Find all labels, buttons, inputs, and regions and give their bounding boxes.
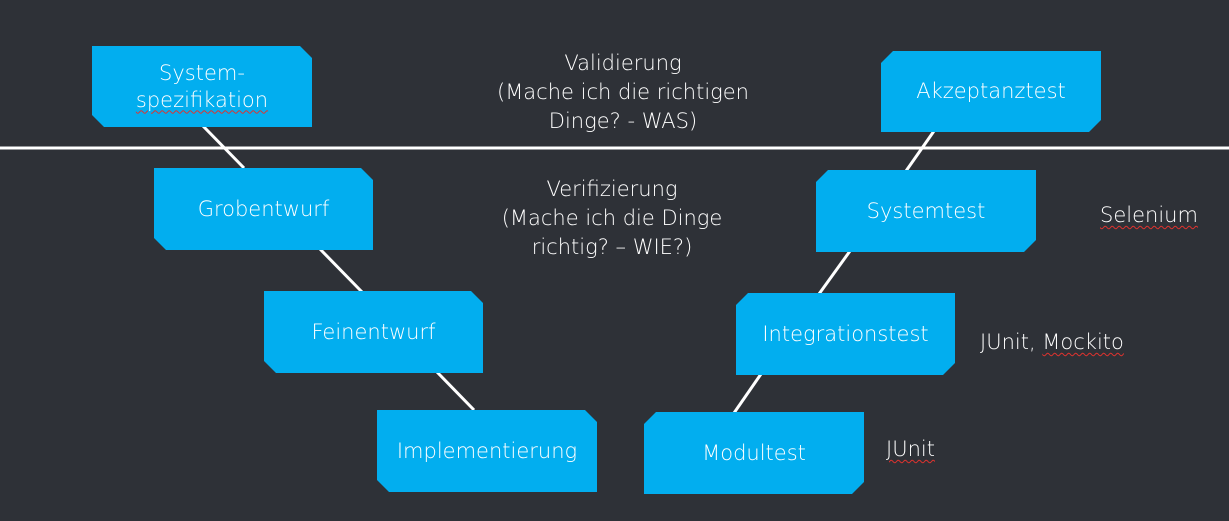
box-feinentwurf: Feinentwurf [264,291,483,373]
connector-spezifikation-grobentwurf [201,124,246,170]
box-modultest: Modultest [644,412,864,494]
systemspezifikation-line2: spezifikation [135,87,269,112]
tool-mockito-text: Mockito [1042,330,1124,354]
akzeptanztest-label: Akzeptanztest [916,79,1066,104]
feinentwurf-label: Feinentwurf [311,319,436,344]
box-integrationstest: Integrationstest [736,293,955,375]
box-akzeptanztest: Akzeptanztest [881,51,1101,132]
implementierung-label: Implementierung [396,438,578,463]
connector-akzeptanztest-systemtest [904,130,936,172]
integrationstest-label: Integrationstest [762,321,929,346]
validation-line3: Dinge? - WAS) [548,109,698,133]
tool-junit-mockito: JUnit, Mockito [980,330,1124,354]
validation-line2: (Mache ich die richtigen [497,80,749,104]
verification-line3: richtig? – WIE?) [531,235,693,259]
modultest-label: Modultest [702,440,806,465]
tool-selenium-text: Selenium [1100,203,1198,227]
box-implementierung: Implementierung [377,410,597,492]
box-systemspezifikation: System- spezifikation [92,46,312,127]
tool-selenium: Selenium [1100,203,1198,227]
tool-junit: JUnit [886,437,935,461]
box-systemtest: Systemtest [816,170,1036,252]
verification-label: Verifizierung (Mache ich die Dinge richt… [462,175,762,262]
connector-grobentwurf-feinentwurf [318,247,364,294]
systemspezifikation-line1: System- [159,61,245,86]
connector-feinentwurf-implementierung [435,370,476,412]
connector-systemtest-integrationstest [817,250,852,295]
validation-label: Validierung (Mache ich die richtigen Din… [473,49,773,136]
tool-junit-text: JUnit, [980,330,1043,354]
verification-line1: Verifizierung [546,177,678,201]
grobentwurf-label: Grobentwurf [197,196,330,221]
box-grobentwurf: Grobentwurf [154,168,373,250]
validation-line1: Validierung [564,51,682,75]
connector-integrationstest-modultest [732,373,763,414]
tool-junit-modul-text: JUnit [886,437,935,461]
verification-line2: (Mache ich die Dinge [501,206,723,230]
systemtest-label: Systemtest [866,198,986,223]
